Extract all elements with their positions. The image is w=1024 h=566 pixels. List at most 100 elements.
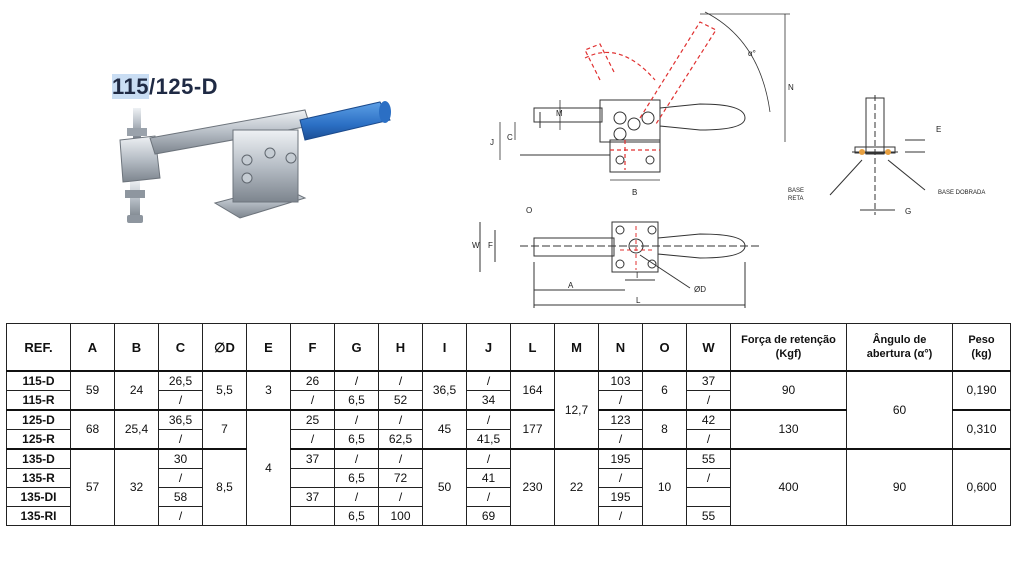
cell-n: 103 <box>598 370 643 391</box>
header-angulo: Ângulo de abertura (α°) <box>846 323 953 372</box>
header-angulo-line2: abertura (α°) <box>866 348 933 360</box>
cell-w: / <box>686 390 731 411</box>
header-g: G <box>334 323 379 372</box>
label-base-reta-1: BASE <box>788 188 804 194</box>
cell-f <box>290 506 335 526</box>
cell-a: 59 <box>70 370 115 411</box>
cell-ref: 135-DI <box>6 487 71 507</box>
table-row: 115-R / / 6,5 52 34 / / <box>6 390 1011 411</box>
cell-j: 69 <box>466 506 511 526</box>
cell-ref: 125-R <box>6 429 71 450</box>
label-G: G <box>905 207 911 216</box>
cell-ref: 125-D <box>6 409 71 430</box>
cell-h: 100 <box>378 506 423 526</box>
cell-angulo: 60 <box>846 370 953 450</box>
label-I: I <box>636 271 638 280</box>
header-h: H <box>378 323 423 372</box>
cell-peso: 0,190 <box>952 370 1011 411</box>
header-o: O <box>642 323 687 372</box>
cell-f: 25 <box>290 409 335 430</box>
cell-ref: 135-R <box>6 468 71 488</box>
cell-f: 37 <box>290 448 335 469</box>
cell-h: / <box>378 487 423 507</box>
table-row: 135-D 57 32 30 8,5 37 / / 50 / 230 22 19… <box>6 448 1011 526</box>
table-row: 115-D 59 24 26,5 5,5 3 26 / / 36,5 / 164… <box>6 370 1011 450</box>
cell-b: 32 <box>114 448 159 526</box>
cell-n: / <box>598 429 643 450</box>
cell-c: / <box>158 468 203 488</box>
cell-b: 25,4 <box>114 409 159 450</box>
cell-f: / <box>290 390 335 411</box>
cell-o: 6 <box>642 370 687 411</box>
cell-g: / <box>334 487 379 507</box>
cell-i: 36,5 <box>422 370 467 411</box>
header-peso-line2: (kg) <box>971 348 992 360</box>
cell-j: 34 <box>466 390 511 411</box>
cell-angulo: 90 <box>846 448 953 526</box>
cell-o: 10 <box>642 448 687 526</box>
title-highlight: 115 <box>112 74 149 99</box>
clamp-photo <box>119 101 391 223</box>
header-b: B <box>114 323 159 372</box>
cell-g: 6,5 <box>334 429 379 450</box>
label-L: L <box>636 296 641 305</box>
cell-a: 57 <box>70 448 115 526</box>
cell-forca: 90 <box>730 370 847 411</box>
cell-c: / <box>158 506 203 526</box>
cell-j: / <box>466 370 511 391</box>
cell-n: 195 <box>598 487 643 507</box>
cell-g: / <box>334 448 379 469</box>
header-forca: Força de retenção(Kgf) <box>730 323 847 372</box>
header-w: W <box>686 323 731 372</box>
cell-g: 6,5 <box>334 468 379 488</box>
header-angulo-line1: Ângulo de <box>872 334 927 346</box>
header-forca-line2: (Kgf) <box>775 348 802 360</box>
table-row: 125-D 68 25,4 36,5 7 4 25 / / 45 / 177 1… <box>6 409 1011 526</box>
cell-j: 41 <box>466 468 511 488</box>
product-title: 115/125-D <box>112 74 218 100</box>
cell-h: / <box>378 370 423 391</box>
cell-f: 37 <box>290 487 335 507</box>
cell-f: / <box>290 429 335 450</box>
label-C: C <box>507 133 513 142</box>
header-c: C <box>158 323 203 372</box>
cell-g: 6,5 <box>334 506 379 526</box>
label-J: J <box>490 138 494 147</box>
cell-c: 36,5 <box>158 409 203 430</box>
cell-h: / <box>378 409 423 430</box>
cell-w: 42 <box>686 409 731 430</box>
label-M: M <box>556 109 563 118</box>
cell-m: 22 <box>554 448 599 526</box>
cell-g: / <box>334 409 379 430</box>
label-O: O <box>526 206 532 215</box>
cell-w: 37 <box>686 370 731 391</box>
cell-d: 5,5 <box>202 370 247 411</box>
cell-g: 6,5 <box>334 390 379 411</box>
cell-n: 195 <box>598 448 643 469</box>
cell-l: 177 <box>510 409 555 450</box>
label-base-reta-2: RETA <box>788 196 804 202</box>
cell-forca: 130 <box>730 409 847 450</box>
header-peso-line1: Peso <box>968 334 995 346</box>
cell-c: 30 <box>158 448 203 469</box>
label-alpha: α° <box>748 49 756 58</box>
header-a: A <box>70 323 115 372</box>
table-header-row: REF. A B C ∅D E F G H I J L M N O W Forç… <box>6 323 1011 372</box>
cell-h: 52 <box>378 390 423 411</box>
header-e: E <box>246 323 291 372</box>
cell-j: / <box>466 448 511 469</box>
cell-j: / <box>466 409 511 430</box>
cell-e: 3 <box>246 370 291 411</box>
cell-c: 26,5 <box>158 370 203 391</box>
spec-table: REF. A B C ∅D E F G H I J L M N O W Forç… <box>6 323 1011 526</box>
title-rest: /125-D <box>149 74 219 99</box>
technical-drawing: M J C B N α° E G BASE RETA BASE DOBRADA … <box>472 11 985 308</box>
header-i: I <box>422 323 467 372</box>
label-E: E <box>936 125 941 134</box>
label-D: ØD <box>694 285 706 294</box>
cell-f <box>290 468 335 488</box>
label-base-dobrada: BASE DOBRADA <box>938 190 985 196</box>
cell-ref: 115-D <box>6 370 71 391</box>
cell-n: / <box>598 390 643 411</box>
cell-g: / <box>334 370 379 391</box>
